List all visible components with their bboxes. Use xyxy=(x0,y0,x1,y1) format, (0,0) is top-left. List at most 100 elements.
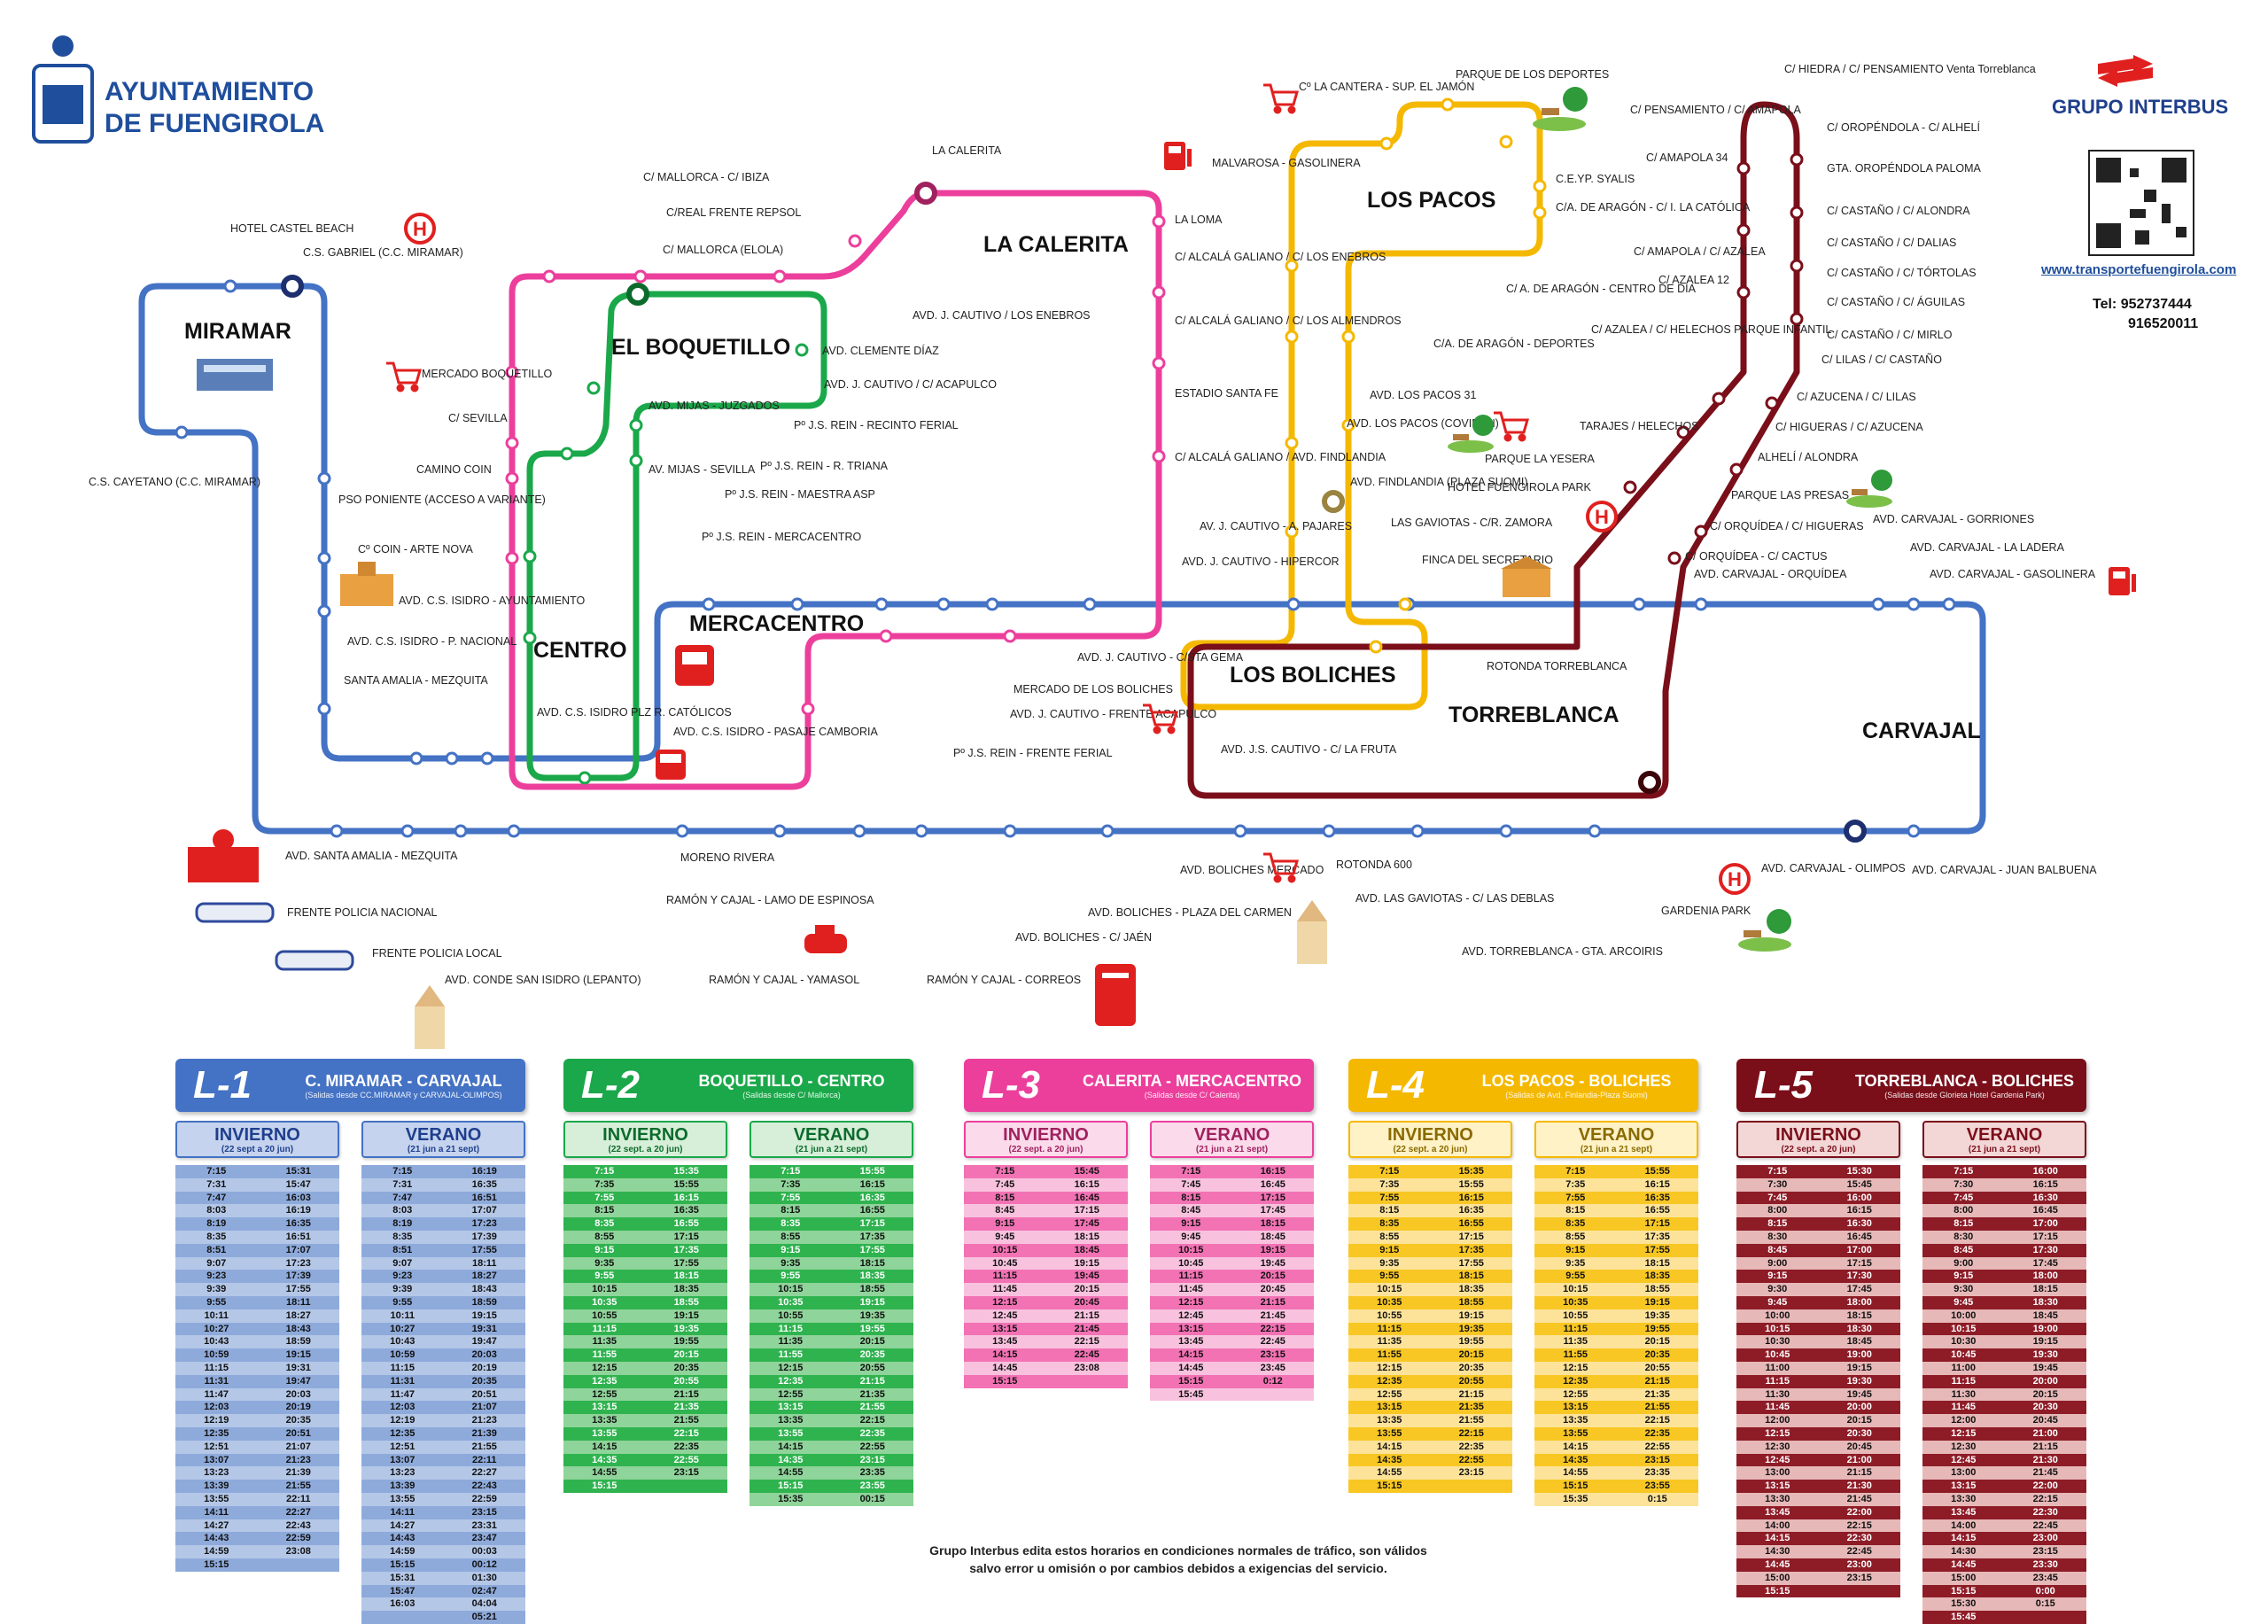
departure-row: 7:15 15:45 xyxy=(964,1165,1128,1178)
departure-time: 8:55 xyxy=(1379,1231,1400,1242)
departure-time: 19:00 xyxy=(2032,1323,2058,1334)
departure-time: 14:55 xyxy=(778,1467,804,1479)
departure-time: 9:39 xyxy=(206,1284,227,1295)
departure-time: 19:55 xyxy=(673,1336,699,1348)
departure-time: 10:45 xyxy=(1951,1349,1977,1361)
departure-time: 0:15 xyxy=(1647,1493,1667,1504)
departure-time: 11:47 xyxy=(390,1388,416,1400)
departure-time: 7:35 xyxy=(781,1178,801,1190)
departure-time: 7:15 xyxy=(594,1166,615,1177)
departure-time: 21:15 xyxy=(1260,1296,1285,1308)
departure-time: 9:39 xyxy=(392,1284,413,1295)
line-code: L-4 xyxy=(1366,1063,1425,1107)
stop-label: FRENTE POLICIA LOCAL xyxy=(372,947,502,960)
departure-time: 21:45 xyxy=(2032,1467,2058,1479)
departure-time: 15:15 xyxy=(592,1480,617,1492)
departure-time: 8:35 xyxy=(781,1218,801,1230)
departure-time: 10:15 xyxy=(778,1284,804,1295)
departure-time: 15:15 xyxy=(992,1375,1018,1387)
departure-time: 20:55 xyxy=(673,1375,699,1387)
departure-time: 8:55 xyxy=(594,1231,615,1242)
season-name: VERANO xyxy=(1578,1125,1655,1145)
departure-time: 8:35 xyxy=(1379,1218,1400,1230)
departure-time: 20:45 xyxy=(1074,1296,1099,1308)
departure-time: 7:15 xyxy=(995,1166,1015,1177)
departure-time: 22:55 xyxy=(1458,1454,1484,1465)
line-title: C. MIRAMAR - CARVAJAL xyxy=(305,1071,502,1090)
departure-time: 10:27 xyxy=(390,1323,416,1334)
departure-time: 8:19 xyxy=(206,1218,227,1230)
departure-time: 10:15 xyxy=(1951,1323,1977,1334)
website-link[interactable]: www.transportefuengirola.com xyxy=(2041,262,2237,277)
departure-time: 15:45 xyxy=(1074,1166,1099,1177)
departure-time: 16:51 xyxy=(285,1231,311,1242)
departure-time: 7:15 xyxy=(1953,1166,1974,1177)
departure-time: 18:11 xyxy=(471,1257,497,1269)
departure-time: 18:45 xyxy=(1846,1336,1872,1348)
departure-time: 14:15 xyxy=(1951,1533,1977,1544)
departure-time xyxy=(2005,1611,2087,1624)
departure-time: 8:30 xyxy=(1767,1231,1788,1242)
departure-time: 13:55 xyxy=(390,1493,416,1504)
departure-time: 9:15 xyxy=(1767,1270,1788,1282)
stop-label: LA CALERITA xyxy=(932,144,1002,157)
stop-label: C/ A. DE ARAGÓN - CENTRO DE DÍA xyxy=(1506,282,1697,295)
departure-time: 18:55 xyxy=(673,1296,699,1308)
departure-time: 17:15 xyxy=(859,1218,885,1230)
departure-time: 19:35 xyxy=(1644,1309,1670,1321)
departure-time: 9:07 xyxy=(392,1257,413,1269)
departure-time: 20:30 xyxy=(2032,1402,2058,1413)
departure-time: 21:15 xyxy=(673,1388,699,1400)
departure-time: 10:55 xyxy=(1563,1309,1588,1321)
stop-label: C/ HIEDRA / C/ PENSAMIENTO Venta Torrebl… xyxy=(1784,63,2036,75)
departure-time: 8:45 xyxy=(1767,1244,1788,1255)
departure-time: 12:55 xyxy=(1563,1388,1588,1400)
season-header: VERANO(21 jun a 21 sept) xyxy=(1922,1121,2086,1158)
departure-time: 9:55 xyxy=(1379,1270,1400,1282)
departure-time: 7:45 xyxy=(995,1178,1015,1190)
departure-time: 11:55 xyxy=(1563,1349,1588,1361)
departure-time: 15:15 xyxy=(1765,1585,1790,1597)
season-dates: (22 sept a 20 jun) xyxy=(221,1145,294,1154)
season-name: INVIERNO xyxy=(1387,1125,1473,1145)
departure-time: 17:45 xyxy=(1260,1205,1285,1216)
departure-time: 12:45 xyxy=(1765,1454,1790,1465)
stop-label: AVD. J. CAUTIVO / C/ ACAPULCO xyxy=(824,378,997,391)
departure-time: 17:35 xyxy=(1644,1231,1670,1242)
departure-time: 7:55 xyxy=(781,1192,801,1203)
departure-time: 23:35 xyxy=(1644,1467,1670,1479)
departure-time: 15:47 xyxy=(390,1585,416,1597)
